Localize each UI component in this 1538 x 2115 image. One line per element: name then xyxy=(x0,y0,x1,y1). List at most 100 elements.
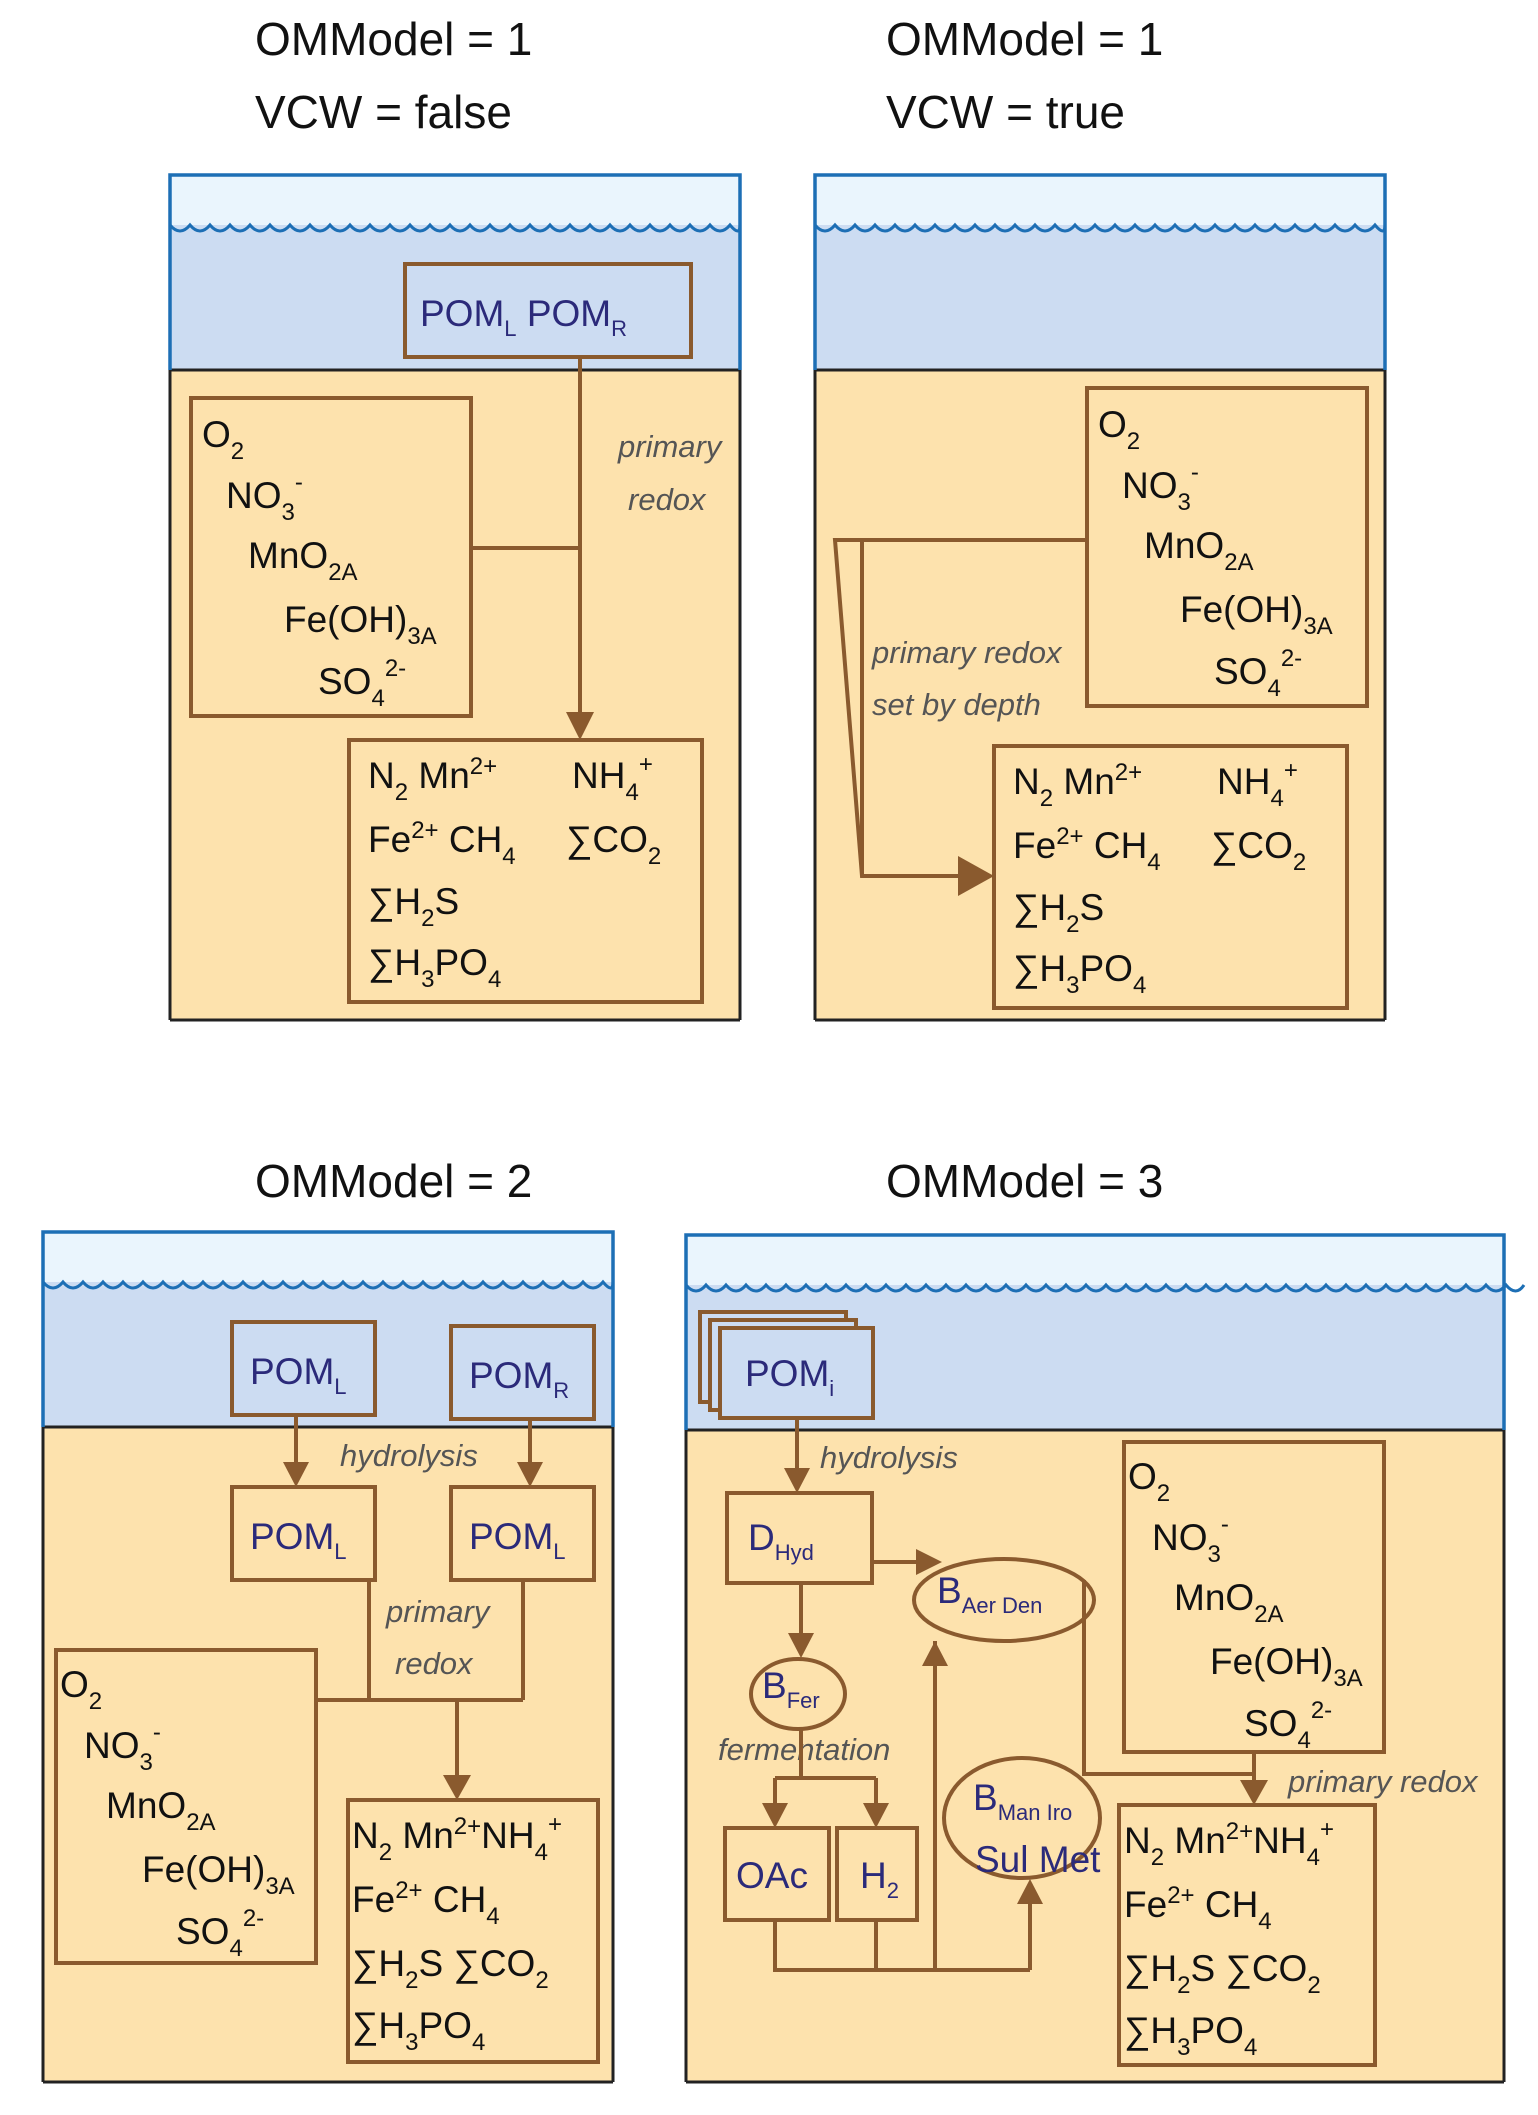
pom-l-sediment-box xyxy=(230,1485,377,1582)
primary-redox-label: primary redox xyxy=(871,635,1063,670)
panel-title: OMModel = 2 xyxy=(255,1155,532,1207)
water-surface-wave xyxy=(41,1279,615,1290)
hydrolysis-arrowhead xyxy=(784,1468,810,1493)
oxidants-box xyxy=(189,396,473,718)
sediment-layer xyxy=(815,370,1385,1020)
primary-redox-arrowhead xyxy=(1240,1780,1268,1805)
mno2-label: MnO2A xyxy=(1174,1577,1284,1628)
no3-label: NO3- xyxy=(1152,1511,1229,1568)
n2-mn-nh4-label: N2 Mn2+NH4+ xyxy=(1013,757,1298,812)
h2s-label: ∑H2S xyxy=(1013,887,1104,938)
water-column-frame xyxy=(813,173,1387,370)
sky-band xyxy=(170,175,740,225)
sediment-layer xyxy=(170,370,740,1020)
oxidants-box xyxy=(1085,386,1369,708)
panel-ommodel2: OMModel = 2 POML POMR POML POML hydrolys… xyxy=(41,1155,615,2084)
sky-band xyxy=(686,1235,1504,1285)
o2-label: O2 xyxy=(1128,1456,1170,1507)
hydrolysis-label: hydrolysis xyxy=(820,1440,958,1475)
no3-label: NO3- xyxy=(1122,459,1199,516)
fe-ch4-co2-label: Fe2+ CH4∑CO2 xyxy=(368,817,661,870)
panel-title: OMModel = 1 xyxy=(886,13,1163,65)
b-sul-met-label: Sul Met xyxy=(975,1839,1101,1880)
sediment-layer xyxy=(686,1430,1504,2082)
h3po4-label: ∑H3PO4 xyxy=(1013,948,1146,999)
hydrolysis-label: hydrolysis xyxy=(340,1438,478,1473)
o2-label: O2 xyxy=(60,1664,102,1715)
pom-l-water-label: POML xyxy=(250,1351,347,1399)
panel-ommodel1-vcw-true: OMModel = 1 VCW = true O2 NO3- MnO2A Fe(… xyxy=(813,13,1387,1022)
water-layer xyxy=(170,225,740,370)
water-column-frame xyxy=(684,1233,1506,1430)
fermentation-arrowhead-oac xyxy=(762,1803,788,1828)
so4-label: SO42- xyxy=(318,655,406,712)
pom-box xyxy=(403,262,693,359)
dhyd-to-bfer-arrowhead xyxy=(788,1633,814,1658)
fe-ch4-co2-label: Fe2+ CH4∑CO2 xyxy=(1013,823,1306,876)
mno2-label: MnO2A xyxy=(106,1785,216,1836)
water-surface-wave xyxy=(813,222,1387,233)
no3-label: NO3- xyxy=(226,469,303,526)
panel-ommodel1-vcw-false: OMModel = 1 VCW = false POML POMR O2 NO3… xyxy=(168,13,742,1022)
b-aer-den-label: BAer Den xyxy=(937,1570,1042,1618)
redox-label: redox xyxy=(395,1646,474,1681)
pom-i-label: POMi xyxy=(745,1353,834,1401)
panel-title: OMModel = 1 xyxy=(255,13,532,65)
primary-redox-connector xyxy=(1082,1580,1256,1780)
redox-label: redox xyxy=(628,482,707,517)
set-by-depth-label: set by depth xyxy=(872,687,1041,722)
d-hyd-label: DHyd xyxy=(748,1517,814,1565)
water-layer xyxy=(43,1282,613,1427)
h3po4-label: ∑H3PO4 xyxy=(352,2005,485,2056)
mno2-label: MnO2A xyxy=(248,535,358,586)
feoh-label: Fe(OH)3A xyxy=(142,1849,295,1900)
primary-label: primary xyxy=(385,1594,492,1629)
hydrolysis-arrowhead-l xyxy=(283,1462,309,1487)
so4-label: SO42- xyxy=(1244,1697,1332,1754)
water-layer xyxy=(815,225,1385,370)
fe-ch4-label: Fe2+ CH4 xyxy=(1124,1882,1272,1935)
panel-subtitle: VCW = true xyxy=(886,86,1125,138)
h2s-co2-label: ∑H2S ∑CO2 xyxy=(352,1943,549,1994)
pom-i-box xyxy=(718,1326,875,1420)
water-column-frame xyxy=(168,173,742,370)
panel-ommodel3: OMModel = 3 POMi hydrolysis DHyd BAer De… xyxy=(684,1155,1526,2084)
n2-mn-nh4-label: N2 Mn2+NH4+ xyxy=(368,751,653,806)
b-man-iro-label: BMan Iro xyxy=(973,1777,1072,1825)
water-surface-wave xyxy=(684,1282,1526,1293)
n2-mn-nh4-label: N2 Mn2+NH4+ xyxy=(352,1811,562,1866)
mno2-label: MnO2A xyxy=(1144,525,1254,576)
b-fer-ellipse xyxy=(749,1657,847,1731)
panel-title: OMModel = 3 xyxy=(886,1155,1163,1207)
fermentation-arrowhead-h2 xyxy=(863,1803,889,1828)
primary-redox-connector xyxy=(316,1580,525,1775)
sediment-layer xyxy=(43,1427,613,2082)
feoh-label: Fe(OH)3A xyxy=(1180,589,1333,640)
oxidants-box xyxy=(54,1648,318,1965)
feoh-label: Fe(OH)3A xyxy=(1210,1641,1363,1692)
pom-l-sediment-label-2: POML xyxy=(469,1516,566,1564)
b-fer-label: BFer xyxy=(762,1665,820,1713)
b-aer-den-ellipse xyxy=(912,1557,1096,1643)
pom-l-water-box xyxy=(230,1320,377,1417)
pom-label: POML POMR xyxy=(420,293,627,341)
so4-label: SO42- xyxy=(1214,645,1302,702)
h2s-label: ∑H2S xyxy=(368,881,459,932)
oac-label: OAc xyxy=(736,1855,808,1896)
products-box xyxy=(992,744,1349,1010)
products-box xyxy=(1117,1803,1377,2067)
primary-redox-arrowhead xyxy=(443,1775,471,1800)
depth-redox-path xyxy=(832,538,1087,878)
primary-redox-arrowhead xyxy=(566,712,594,740)
water-surface-wave xyxy=(168,222,742,233)
no3-label: NO3- xyxy=(84,1719,161,1776)
water-column-frame xyxy=(41,1230,615,1427)
h3po4-label: ∑H3PO4 xyxy=(368,942,501,993)
h2-label: H2 xyxy=(860,1855,899,1903)
dhyd-to-baer-arrowhead xyxy=(916,1549,942,1575)
primary-redox-label: primary redox xyxy=(1287,1764,1479,1799)
depth-redox-arrowhead xyxy=(958,856,994,896)
sky-band xyxy=(815,175,1385,225)
fe-ch4-label: Fe2+ CH4 xyxy=(352,1877,500,1930)
